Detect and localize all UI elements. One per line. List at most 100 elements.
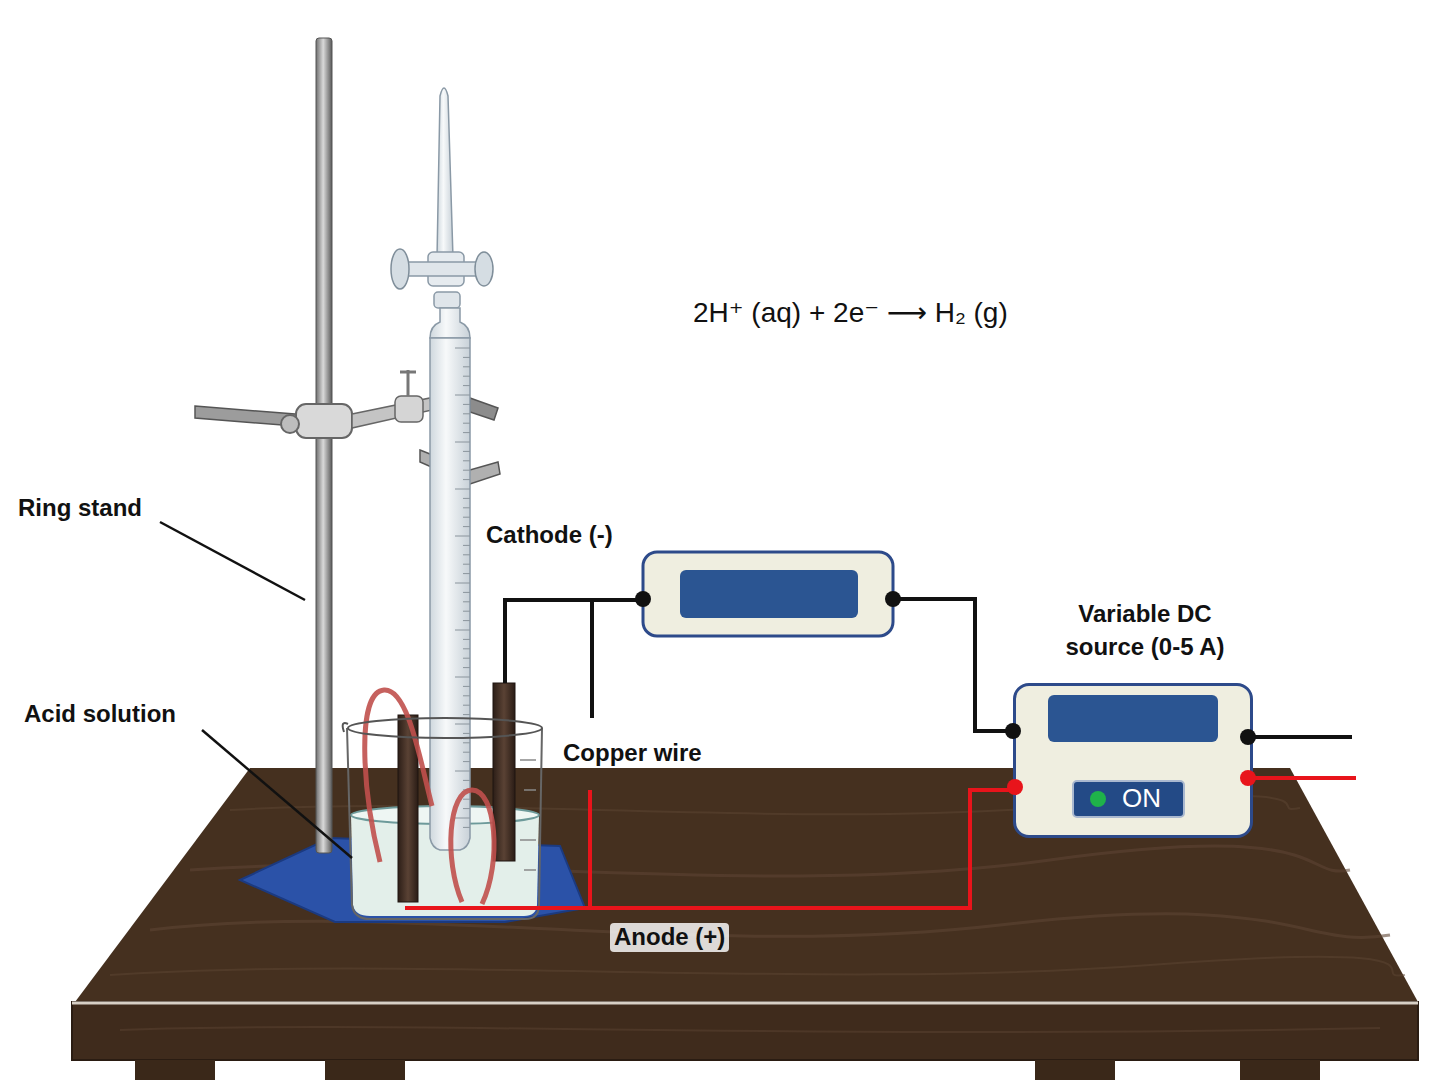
table-leg: [1240, 1060, 1320, 1080]
scale-tick: [463, 808, 470, 809]
scale-tick: [463, 648, 470, 649]
copper-wire-tap: [590, 600, 594, 718]
stand-rod: [316, 38, 332, 853]
beaker: [343, 718, 542, 919]
scale-tick: [455, 771, 470, 772]
terminal: [1005, 723, 1021, 739]
scale-tick: [463, 451, 470, 452]
scale-tick: [463, 752, 470, 753]
table-leg: [1035, 1060, 1115, 1080]
clamp-thumbscrew: [407, 370, 410, 396]
scale-tick: [463, 639, 470, 640]
scale-tick: [455, 395, 470, 396]
on-button: ON: [1072, 780, 1185, 818]
cathode-wire: [505, 600, 640, 683]
source-output-wire: [1253, 776, 1356, 780]
scale-tick: [463, 611, 470, 612]
scale-tick: [463, 432, 470, 433]
scale-tick: [455, 536, 470, 537]
scale-tick: [463, 460, 470, 461]
scale-tick: [463, 357, 470, 358]
scale-tick: [463, 686, 470, 687]
source-output-wire: [1253, 735, 1352, 739]
terminal: [1240, 770, 1256, 786]
scale-tick: [455, 677, 470, 678]
copper-coil: [451, 790, 494, 904]
ammeter-source-wire: [896, 599, 1010, 731]
beaker-rim: [348, 718, 542, 738]
stopcock-handle: [475, 252, 493, 286]
terminal: [635, 591, 651, 607]
part-label: Acid solution: [24, 700, 176, 729]
scale-tick: [455, 442, 470, 443]
ammeter: [635, 552, 901, 636]
beaker-mark: [524, 789, 536, 791]
copper-coil: [365, 690, 432, 862]
scale-tick: [463, 714, 470, 715]
scale-tick: [463, 404, 470, 405]
scale-tick: [463, 385, 470, 386]
scale-tick: [463, 620, 470, 621]
beaker-mark: [520, 839, 536, 841]
scale-tick: [455, 489, 470, 490]
scale-tick: [463, 780, 470, 781]
terminal: [1240, 729, 1256, 745]
terminal: [885, 591, 901, 607]
part-label: Cathode (-): [486, 521, 613, 550]
clamp-joint: [395, 396, 423, 422]
stopcock-handle: [391, 249, 409, 289]
table-leg: [135, 1060, 215, 1080]
table-edge-highlight: [72, 1002, 1418, 1005]
scale-tick: [463, 827, 470, 828]
power-led: [1090, 791, 1106, 807]
beaker-wall: [347, 728, 542, 919]
terminal: [1007, 779, 1023, 795]
part-label: Ring stand: [18, 494, 142, 523]
scale-tick: [463, 526, 470, 527]
scale-tick: [463, 733, 470, 734]
scale-tick: [463, 498, 470, 499]
scale-tick: [455, 818, 470, 819]
clamp-thumbscrew: [400, 371, 416, 374]
scale-tick: [463, 592, 470, 593]
scale-tick: [463, 413, 470, 414]
scale-tick: [455, 724, 470, 725]
ammeter-body: [643, 552, 893, 636]
reaction-equation: 2H⁺ (aq) + 2e⁻ ⟶ H₂ (g): [693, 296, 1008, 330]
scale-tick: [463, 470, 470, 471]
cathode-electrode: [493, 683, 515, 861]
source-display: [1048, 695, 1218, 742]
burette-neck: [430, 308, 470, 338]
table-leg: [325, 1060, 405, 1080]
scale-tick: [463, 799, 470, 800]
scale-tick: [463, 564, 470, 565]
scale-tick: [455, 348, 470, 349]
scale-tick: [463, 667, 470, 668]
table-front-edge: [72, 1002, 1418, 1060]
scale-tick: [463, 376, 470, 377]
beaker-mark: [520, 759, 536, 761]
scale-tick: [463, 742, 470, 743]
clamp-jaw: [470, 398, 498, 420]
copper-wire-tap: [588, 790, 592, 908]
scale-tick: [463, 517, 470, 518]
leader-line: [160, 522, 305, 600]
leader-line: [202, 730, 352, 858]
scale-tick: [463, 658, 470, 659]
beaker-spout: [343, 723, 348, 732]
scale-tick: [463, 705, 470, 706]
scale-tick: [463, 366, 470, 367]
clamp-boss: [296, 404, 352, 438]
scale-tick: [455, 583, 470, 584]
part-label: Anode (+): [610, 923, 729, 952]
scale-tick: [463, 554, 470, 555]
source-heading: Variable DC source (0-5 A): [1040, 597, 1250, 664]
anode-wire: [405, 790, 1012, 908]
burette-tube: [430, 338, 470, 850]
burette-tip: [437, 88, 453, 258]
wood-grain: [120, 1027, 1380, 1032]
ring-stand: [240, 38, 585, 922]
